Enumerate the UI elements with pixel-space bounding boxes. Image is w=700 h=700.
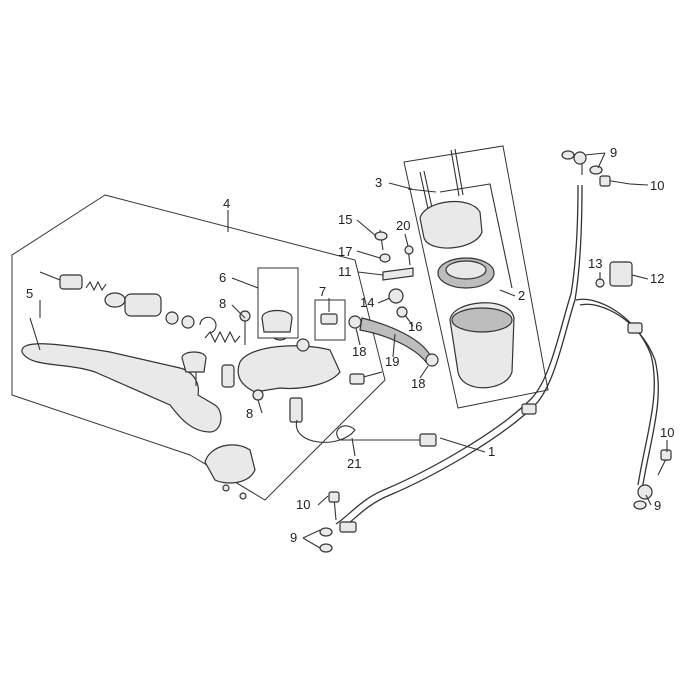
callout-7: 7 bbox=[319, 284, 326, 299]
callout-2: 2 bbox=[518, 288, 525, 303]
callout-18-right: 18 bbox=[411, 376, 425, 391]
callout-3: 3 bbox=[375, 175, 382, 190]
callout-15: 15 bbox=[338, 212, 352, 227]
switch-wire bbox=[295, 419, 420, 443]
callout-11: 11 bbox=[338, 264, 352, 279]
callout-9-left: 9 bbox=[290, 530, 297, 545]
callout-21: 21 bbox=[347, 456, 361, 471]
callout-10-left: 10 bbox=[296, 497, 310, 512]
callout-1: 1 bbox=[488, 444, 495, 459]
callout-8-lower: 8 bbox=[246, 406, 253, 421]
callout-9-right: 9 bbox=[654, 498, 661, 513]
callout-4: 4 bbox=[223, 196, 230, 211]
callout-10-right: 10 bbox=[660, 425, 674, 440]
callout-5: 5 bbox=[26, 286, 33, 301]
brake-hose-branch bbox=[579, 303, 659, 491]
callout-8-upper: 8 bbox=[219, 296, 226, 311]
callout-10-top: 10 bbox=[650, 178, 664, 193]
callout-20: 20 bbox=[396, 218, 410, 233]
callout-17: 17 bbox=[338, 244, 352, 259]
callout-16: 16 bbox=[408, 319, 422, 334]
callout-19: 19 bbox=[385, 354, 399, 369]
callout-14: 14 bbox=[360, 295, 374, 310]
callout-6: 6 bbox=[219, 270, 226, 285]
master-cylinder-panel bbox=[11, 194, 386, 501]
callout-12: 12 bbox=[650, 271, 664, 286]
callout-13: 13 bbox=[588, 256, 602, 271]
leader-lines bbox=[39, 152, 668, 549]
callout-9-top: 9 bbox=[610, 145, 617, 160]
reservoir-panel bbox=[403, 145, 549, 409]
callout-18-left: 18 bbox=[352, 344, 366, 359]
